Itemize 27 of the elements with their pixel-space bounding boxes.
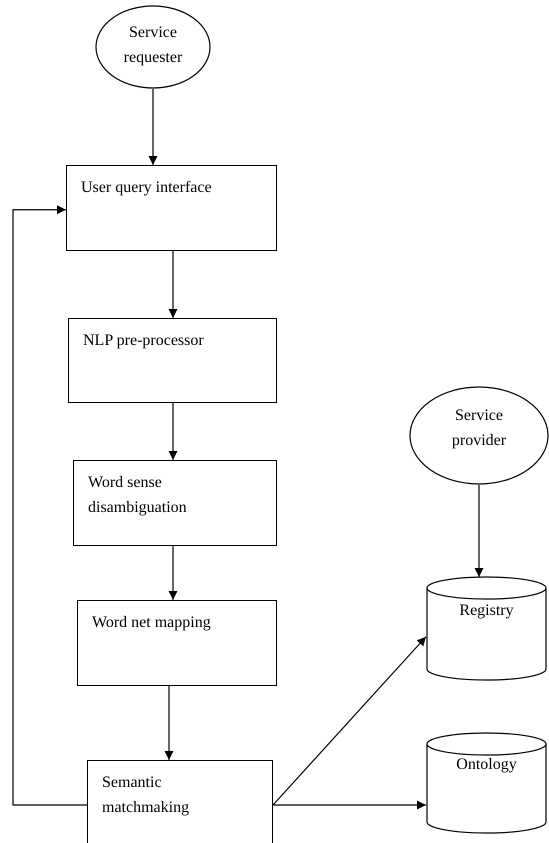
arrow <box>12 205 87 806</box>
process-box <box>73 460 277 546</box>
node-label: Service requester <box>122 23 184 68</box>
node-label: Registry <box>458 601 515 621</box>
actor-ellipse <box>409 386 549 485</box>
arrow <box>474 485 484 577</box>
node-label: NLP pre-processor <box>83 331 205 351</box>
arrow <box>164 686 174 760</box>
actor-ellipse <box>95 5 211 89</box>
arrow <box>168 251 178 318</box>
node-label: Semantic matchmaking <box>102 773 190 818</box>
process-box <box>87 760 273 843</box>
database-cylinder <box>426 733 547 833</box>
arrow <box>148 89 158 165</box>
node-label: Word net mapping <box>92 613 212 633</box>
node-label: Service provider <box>450 406 508 451</box>
database-cylinder <box>426 577 547 680</box>
arrow <box>168 403 178 460</box>
node-label: Word sense disambiguation <box>88 473 188 518</box>
arrow <box>273 800 426 810</box>
process-box <box>77 600 277 686</box>
process-box <box>68 318 277 403</box>
node-label: User query interface <box>81 178 213 198</box>
node-label: Ontology <box>455 755 518 775</box>
arrow <box>272 636 426 806</box>
arrow <box>168 546 178 600</box>
process-box <box>66 165 277 251</box>
